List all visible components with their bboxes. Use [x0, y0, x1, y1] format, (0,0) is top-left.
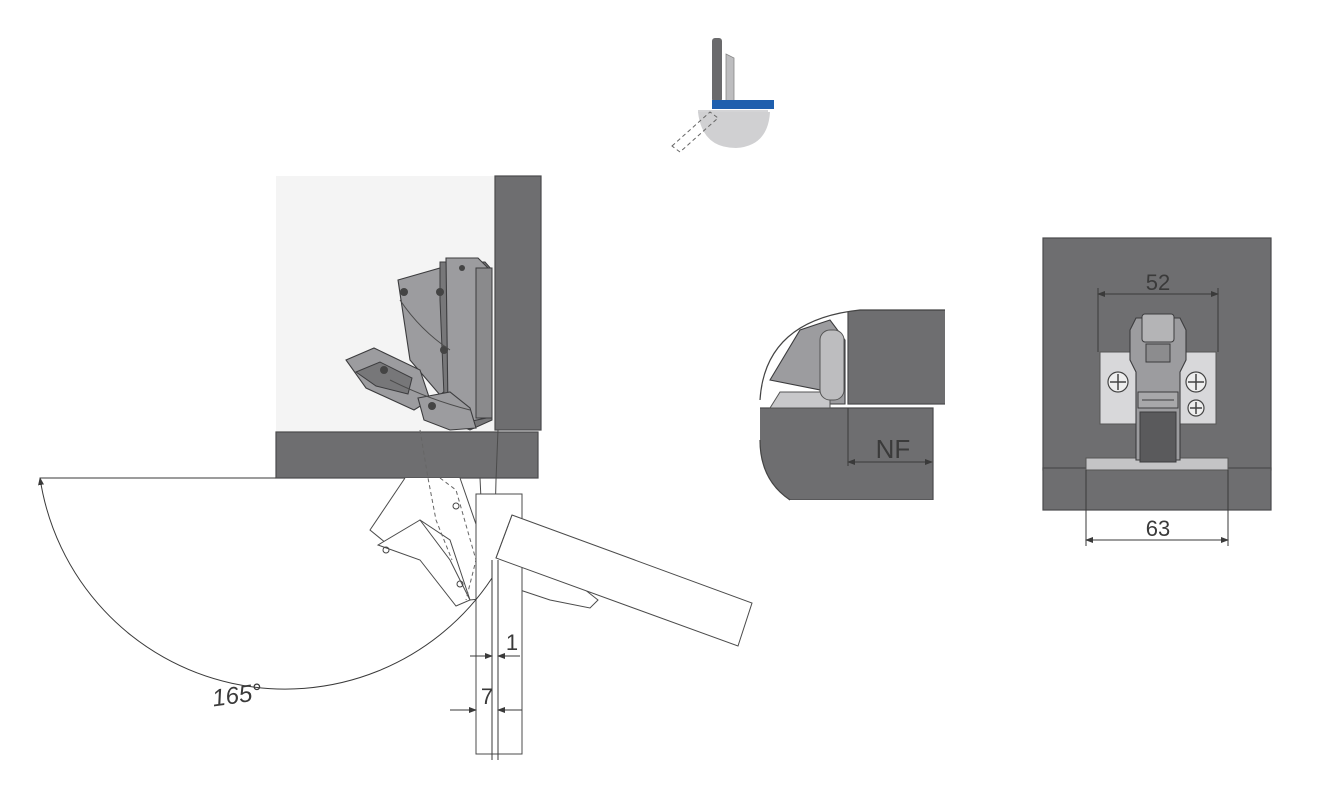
door-panel — [494, 175, 542, 431]
front-view: 52 63 — [1042, 237, 1272, 546]
cabinet-side-panel — [275, 431, 539, 479]
nf-label: NF — [876, 434, 911, 464]
gap-dimension-1: 1 — [506, 630, 518, 655]
hinge-open-outline — [369, 429, 599, 609]
cabinet-side-symbol — [712, 100, 774, 109]
hinge-mechanism — [345, 257, 493, 431]
overlay-icon — [671, 38, 774, 153]
door-symbol — [712, 38, 722, 102]
detail-door-block — [847, 310, 945, 405]
screw-icon-right — [1185, 371, 1207, 393]
screw-icon-lower — [1187, 399, 1205, 417]
angle-label: 165° — [210, 679, 263, 713]
nf-detail-view: NF — [759, 309, 945, 501]
opening-angle-arc — [38, 477, 493, 690]
width-dimension-63: 63 — [1146, 516, 1170, 541]
detail-cabinet-block — [760, 407, 934, 500]
gap-dimension-7: 7 — [481, 684, 493, 709]
width-dimension-52: 52 — [1146, 270, 1170, 295]
open-door-symbol — [671, 111, 719, 153]
screw-icon-left — [1107, 371, 1129, 393]
side-view: 165° 1 7 — [38, 175, 753, 760]
front-cabinet-panel — [1042, 467, 1272, 511]
